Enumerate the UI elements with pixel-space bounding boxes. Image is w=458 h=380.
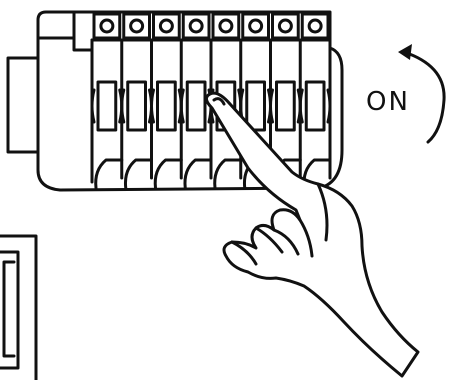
terminal-box — [271, 12, 300, 40]
terminal-screw — [188, 18, 204, 34]
hand-creases — [230, 182, 329, 266]
terminal-screw — [99, 18, 115, 34]
mounting-bracket — [6, 56, 40, 154]
curved-arrow-icon — [402, 50, 446, 144]
on-label: ON — [366, 87, 410, 117]
terminal-screw — [277, 18, 293, 34]
terminal-box — [152, 12, 181, 40]
breaker-foot — [213, 158, 243, 190]
terminal-screws — [92, 12, 330, 40]
breaker-foot — [183, 158, 213, 190]
terminal-screw — [158, 18, 174, 34]
secondary-device — [0, 234, 38, 380]
terminal-box — [211, 12, 241, 40]
terminal-box — [181, 12, 211, 40]
terminal-box — [92, 12, 122, 40]
terminal-box — [300, 12, 330, 40]
breaker-feet — [94, 158, 332, 190]
terminal-box — [241, 12, 270, 40]
terminal-screw — [248, 18, 264, 34]
terminal-screw — [129, 18, 145, 34]
terminal-screw — [307, 18, 323, 34]
breaker-foot — [94, 158, 124, 190]
arrow-head — [398, 44, 412, 60]
terminal-screw — [218, 18, 234, 34]
breaker-foot — [153, 158, 183, 190]
terminal-box — [122, 12, 151, 40]
fingernail — [212, 97, 226, 106]
breaker-foot — [123, 158, 153, 190]
